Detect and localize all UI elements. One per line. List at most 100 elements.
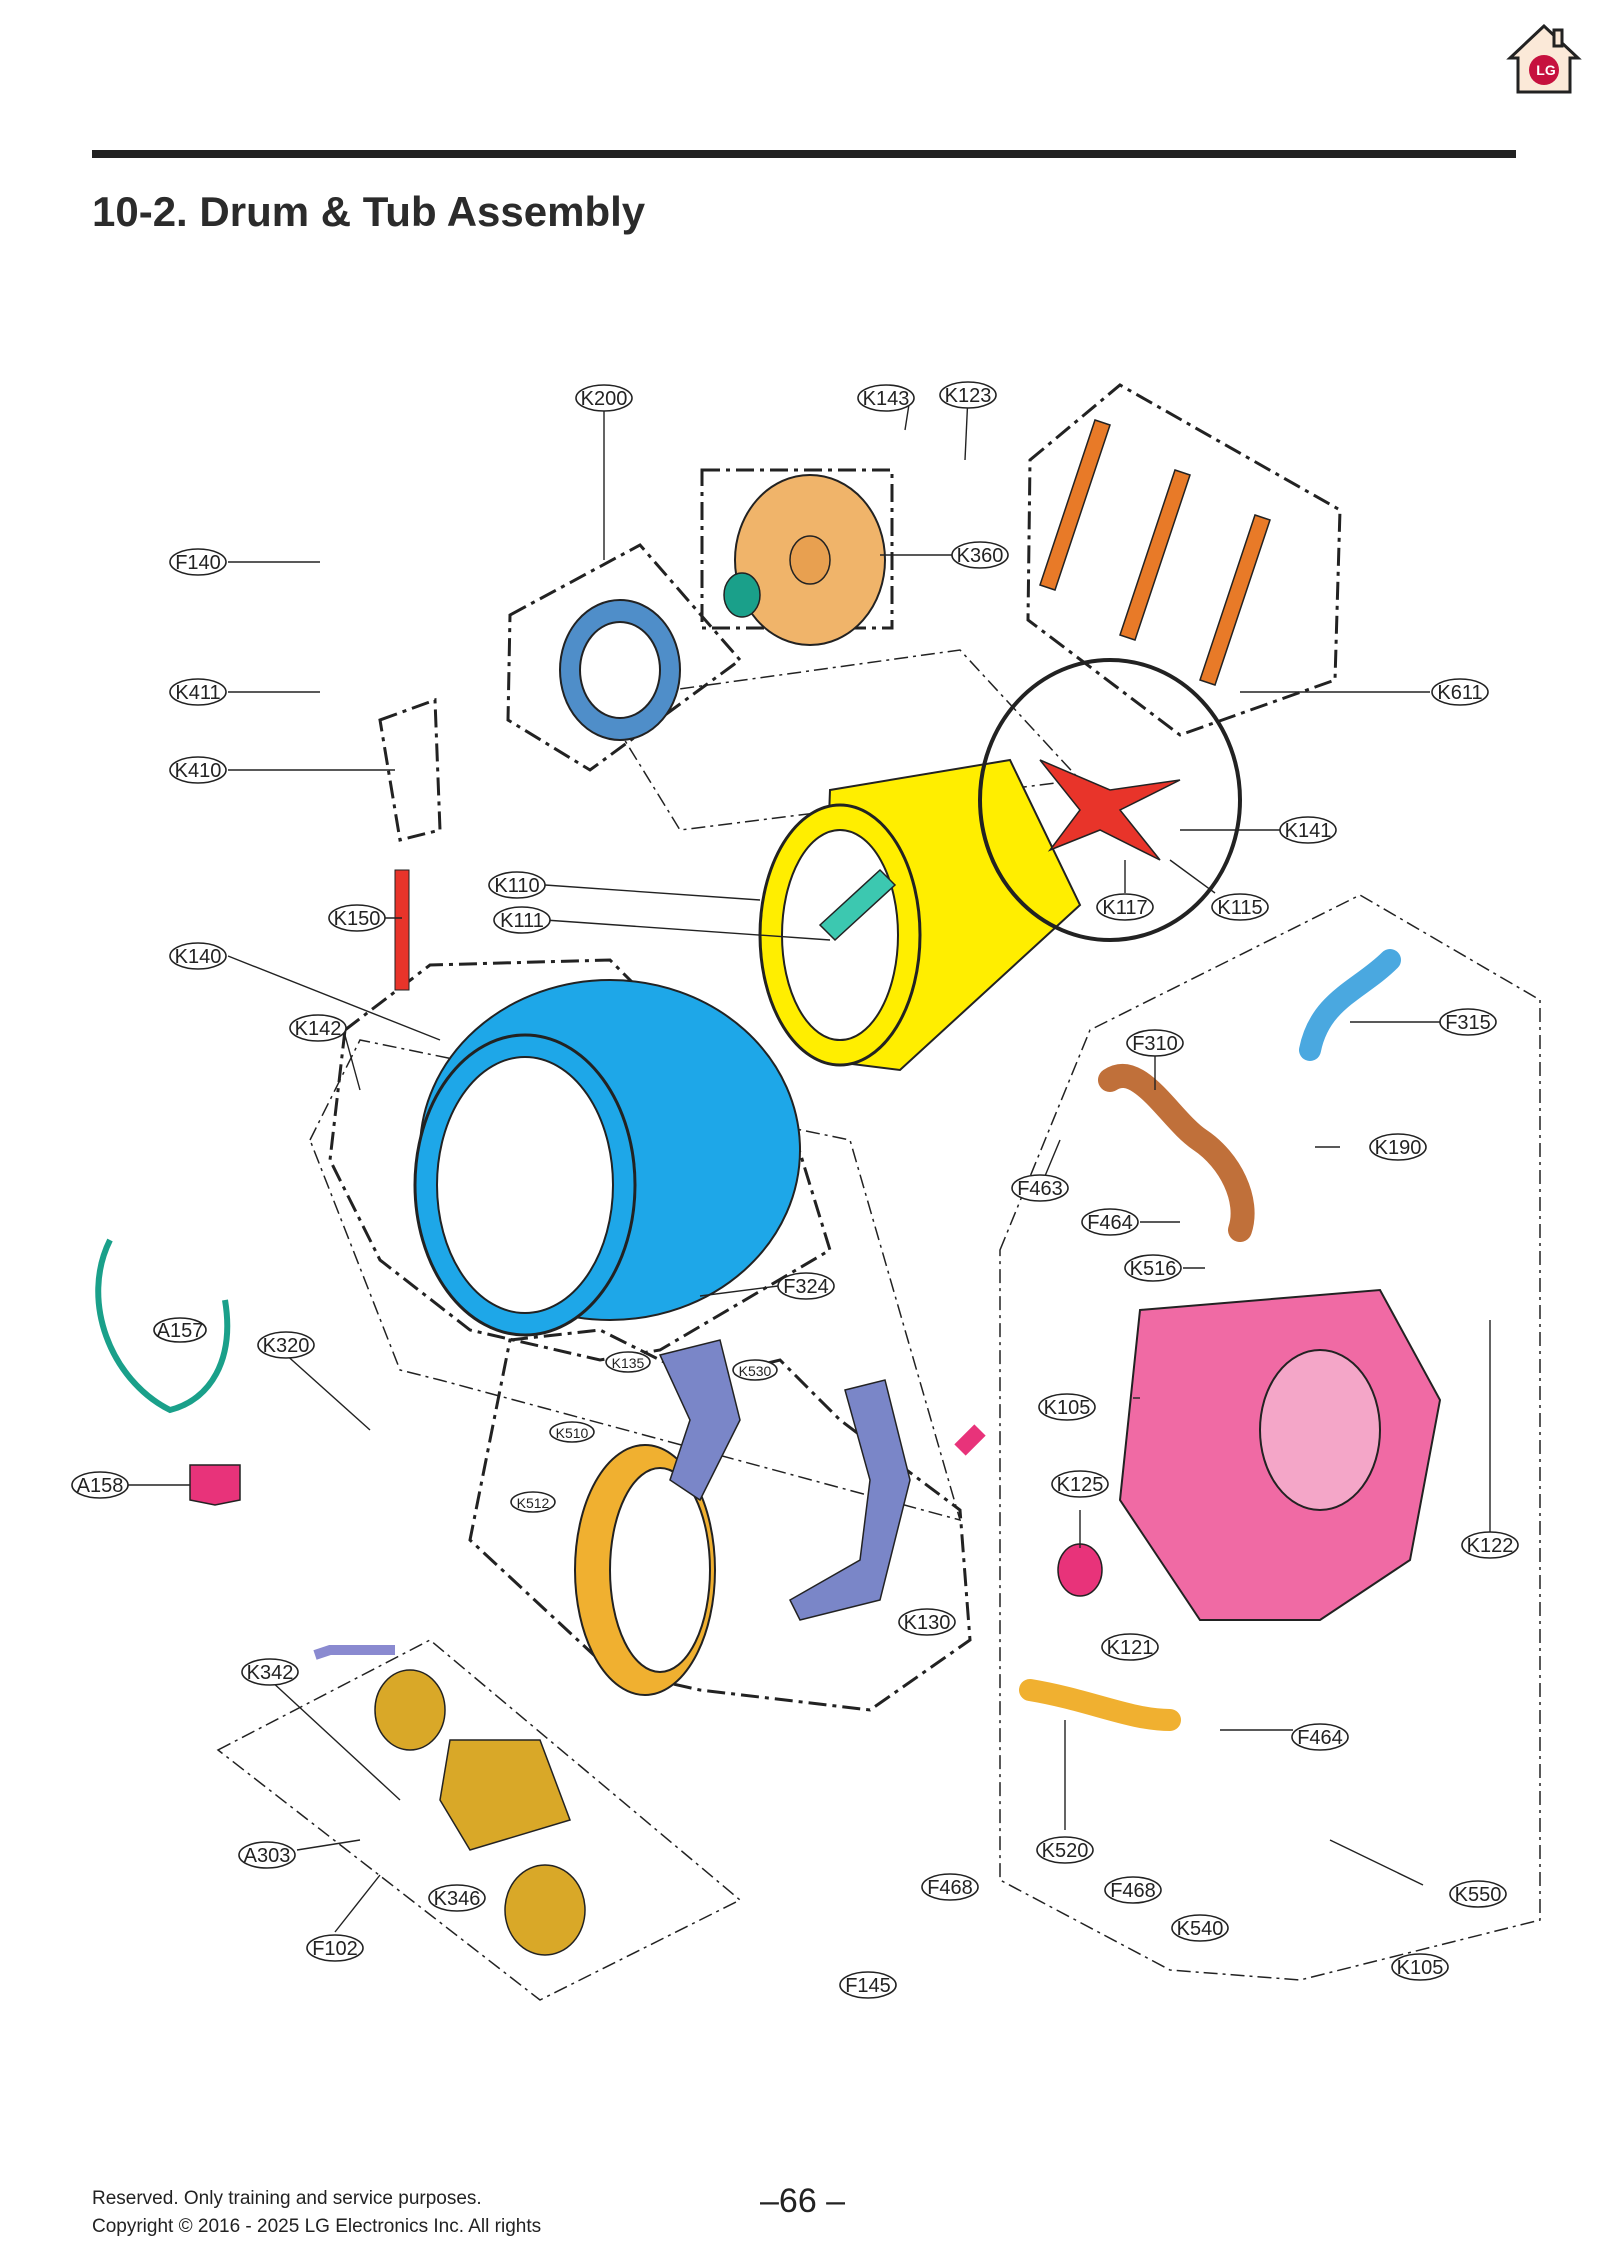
svg-text:K142: K142 xyxy=(295,1018,342,1040)
gasket-holder-part xyxy=(574,1444,716,1696)
sensor-part xyxy=(394,869,410,991)
svg-text:K150: K150 xyxy=(334,908,381,930)
callout-K105-upper: K105 xyxy=(1038,1393,1096,1421)
callout-K611: K611 xyxy=(1431,678,1489,706)
svg-text:K411: K411 xyxy=(175,682,220,704)
callout-A157: A157 xyxy=(153,1317,207,1343)
pump-part xyxy=(374,1669,586,1956)
callout-K143: K143 xyxy=(857,384,915,412)
svg-text:F145: F145 xyxy=(845,1975,891,1997)
svg-text:F324: F324 xyxy=(783,1276,829,1298)
svg-text:F468: F468 xyxy=(1110,1880,1156,1902)
svg-text:K342: K342 xyxy=(247,1662,294,1684)
callout-K516: K516 xyxy=(1124,1254,1182,1282)
svg-text:K105: K105 xyxy=(1397,1957,1444,1979)
callout-F324: F324 xyxy=(777,1272,835,1300)
svg-text:K550: K550 xyxy=(1455,1884,1502,1906)
svg-text:K115: K115 xyxy=(1217,897,1262,919)
svg-text:K130: K130 xyxy=(904,1612,951,1634)
page-number: –66 – xyxy=(760,2182,846,2220)
svg-text:A303: A303 xyxy=(244,1845,291,1867)
svg-text:F464: F464 xyxy=(1297,1727,1343,1749)
home-lg-icon: LG xyxy=(1506,23,1582,94)
callout-K320: K320 xyxy=(257,1331,315,1359)
bellows-part xyxy=(1299,949,1401,1061)
ring-part xyxy=(954,1424,986,1456)
callout-K411: K411 xyxy=(169,678,227,706)
callout-K110: K110 xyxy=(488,871,546,899)
callout-F145: F145 xyxy=(839,1971,897,1999)
svg-text:K110: K110 xyxy=(494,875,539,897)
callout-K150: K150 xyxy=(328,904,386,932)
svg-text:K410: K410 xyxy=(175,760,222,782)
svg-text:K135: K135 xyxy=(612,1355,645,1371)
svg-text:K105: K105 xyxy=(1044,1397,1091,1419)
svg-text:K320: K320 xyxy=(263,1335,310,1357)
heater-part xyxy=(313,1645,395,1660)
callout-F464-lower: F464 xyxy=(1291,1723,1349,1751)
footer-copyright: Copyright © 2016 - 2025 LG Electronics I… xyxy=(92,2216,542,2237)
pink-bracket-part xyxy=(189,1464,241,1506)
callout-K540: K540 xyxy=(1171,1914,1229,1942)
callout-K125: K125 xyxy=(1051,1470,1109,1498)
svg-text:F315: F315 xyxy=(1445,1012,1491,1034)
svg-text:K510: K510 xyxy=(556,1425,589,1441)
svg-text:K360: K360 xyxy=(957,545,1004,567)
harness-part xyxy=(95,1238,231,1414)
svg-text:K111: K111 xyxy=(500,910,544,932)
callout-K111: K111 xyxy=(493,906,551,934)
svg-text:K140: K140 xyxy=(175,946,222,968)
svg-text:K122: K122 xyxy=(1467,1535,1514,1557)
tub-rear-part xyxy=(1118,1288,1442,1621)
callout-K122: K122 xyxy=(1461,1531,1519,1559)
callout-K200: K200 xyxy=(575,384,633,412)
counterweight-parts xyxy=(658,1339,911,1621)
callout-K342: K342 xyxy=(241,1658,299,1686)
svg-text:K123: K123 xyxy=(945,385,992,407)
callout-F464-upper: F464 xyxy=(1081,1208,1139,1236)
callout-K520: K520 xyxy=(1036,1836,1094,1864)
svg-text:K516: K516 xyxy=(1130,1258,1177,1280)
drain-hose-part xyxy=(1019,1679,1181,1731)
callout-K190: K190 xyxy=(1369,1133,1427,1161)
hose-part xyxy=(1098,1064,1255,1242)
svg-text:F464: F464 xyxy=(1087,1212,1133,1234)
callout-K530: K530 xyxy=(732,1359,778,1381)
callout-K141: K141 xyxy=(1279,816,1337,844)
seal-part xyxy=(1057,1543,1103,1597)
spider-part xyxy=(978,658,1242,942)
svg-text:A157: A157 xyxy=(157,1320,204,1342)
damper-parts xyxy=(1039,419,1271,686)
svg-text:K530: K530 xyxy=(739,1363,772,1379)
footer-notice: Reserved. Only training and service purp… xyxy=(92,2188,482,2209)
callout-F463: F463 xyxy=(1011,1174,1069,1202)
svg-text:K346: K346 xyxy=(434,1888,481,1910)
callout-F315: F315 xyxy=(1439,1008,1497,1036)
svg-text:K143: K143 xyxy=(863,388,910,410)
callout-F102: F102 xyxy=(306,1934,364,1962)
svg-text:A158: A158 xyxy=(77,1475,124,1497)
svg-text:K200: K200 xyxy=(581,388,628,410)
drum-part xyxy=(758,758,1082,1072)
callout-K140: K140 xyxy=(169,942,227,970)
tub-front-part xyxy=(413,979,801,1337)
callout-K121: K121 xyxy=(1101,1633,1159,1661)
callout-K135: K135 xyxy=(605,1351,651,1373)
callout-K142: K142 xyxy=(289,1014,347,1042)
svg-text:K117: K117 xyxy=(1102,897,1147,919)
callout-F468-left: F468 xyxy=(921,1873,979,1901)
rotor-part xyxy=(559,599,681,741)
svg-text:K121: K121 xyxy=(1107,1637,1154,1659)
svg-text:K520: K520 xyxy=(1042,1840,1089,1862)
logo-text: LG xyxy=(1536,62,1556,78)
svg-text:F102: F102 xyxy=(312,1938,358,1960)
callout-F468-right: F468 xyxy=(1104,1876,1162,1904)
svg-text:K540: K540 xyxy=(1177,1918,1224,1940)
svg-text:K190: K190 xyxy=(1375,1137,1422,1159)
callout-K105-lower: K105 xyxy=(1391,1953,1449,1981)
callout-F140: F140 xyxy=(169,548,227,576)
callout-F310: F310 xyxy=(1126,1029,1184,1057)
svg-text:K611: K611 xyxy=(1437,682,1482,704)
svg-text:F463: F463 xyxy=(1017,1178,1063,1200)
